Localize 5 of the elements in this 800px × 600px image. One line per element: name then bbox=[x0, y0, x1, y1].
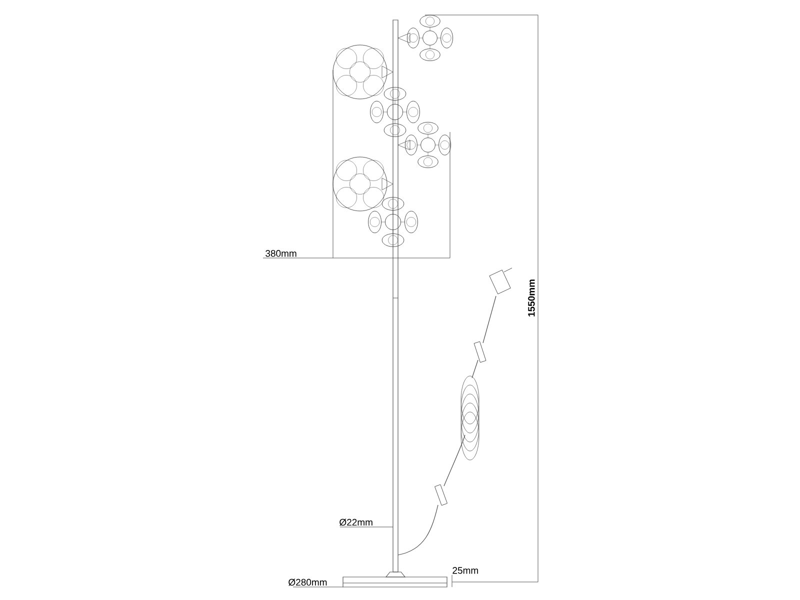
dimension-label: Ø280mm bbox=[288, 578, 327, 586]
dimension-label: 25mm bbox=[452, 567, 478, 574]
dimension-label: 1550mm bbox=[528, 280, 535, 316]
dimension-label: 380mm bbox=[266, 250, 296, 257]
dimension-label: Ø22mm bbox=[340, 518, 372, 526]
